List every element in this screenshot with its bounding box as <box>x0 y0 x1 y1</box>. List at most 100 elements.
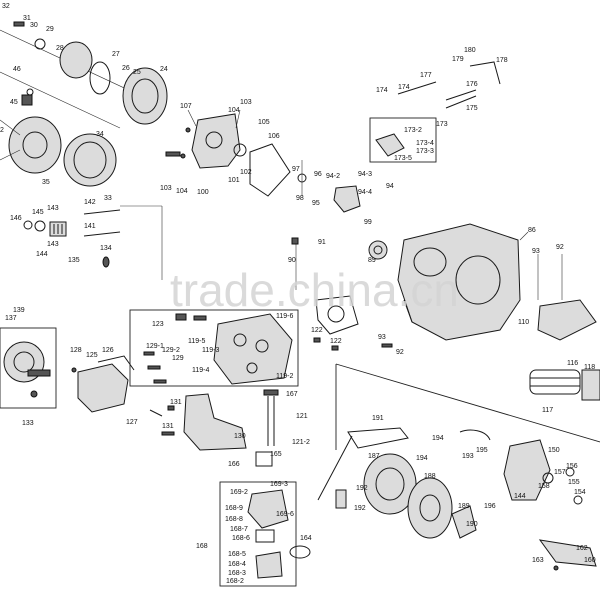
part-label: 29 <box>46 26 54 33</box>
camshaft-assembly <box>3 341 51 398</box>
crankshaft-part <box>537 299 597 341</box>
part-label: 46 <box>13 66 21 73</box>
part-label: 130 <box>234 433 246 440</box>
ignition-coil-part <box>451 505 477 539</box>
part-label: 90 <box>288 257 296 264</box>
part-label: 168-3 <box>228 570 246 577</box>
part-label: 105 <box>258 119 270 126</box>
part-label: 139 <box>13 307 25 314</box>
part-label: 173 <box>436 121 448 128</box>
part-label: 121-2 <box>292 439 310 446</box>
high-tension-lead-part <box>317 435 353 501</box>
part-label: 173-4 <box>416 140 434 147</box>
crankshaft-piston-assembly <box>529 254 600 401</box>
part-label: 98 <box>296 195 304 202</box>
part-label: 163 <box>532 557 544 564</box>
part-label: 179 <box>452 56 464 63</box>
part-label: 33 <box>104 195 112 202</box>
part-label: 164 <box>300 535 312 542</box>
camshaft-box <box>0 327 57 409</box>
part-label: 158 <box>538 483 550 490</box>
part-label: 35 <box>42 179 50 186</box>
part-label: 119-3 <box>202 347 219 354</box>
part-label: 103 <box>160 185 172 192</box>
part-label: 135 <box>68 257 80 264</box>
part-label: 28 <box>56 45 64 52</box>
bolt-part <box>165 151 181 157</box>
part-label: 107 <box>180 103 192 110</box>
part-label: 157 <box>554 469 566 476</box>
part-label: 104 <box>228 107 240 114</box>
part-label: 194 <box>416 455 428 462</box>
part-label: 150 <box>548 447 560 454</box>
muffler-guard-part <box>538 539 597 567</box>
ignition-group-leader <box>335 363 600 450</box>
governor-assembly <box>297 61 501 213</box>
part-label: 168-5 <box>228 551 246 558</box>
part-label: 134 <box>100 245 112 252</box>
carburetor-insulator-part <box>255 451 273 467</box>
part-label: 137 <box>5 315 17 322</box>
part-label: 116 <box>567 360 578 367</box>
part-label: 143 <box>47 241 59 248</box>
wire-harness-part <box>459 429 491 441</box>
part-label: 192 <box>356 485 368 492</box>
cylinder-head-assembly <box>175 313 293 385</box>
part-label: 180 <box>464 47 476 54</box>
valve-train-assembly <box>23 205 163 280</box>
head-gasket-assembly <box>291 237 393 351</box>
part-label: 168-8 <box>225 516 243 523</box>
part-label: 94-4 <box>358 189 372 196</box>
rotor-part <box>63 133 117 187</box>
part-label: 122 <box>330 338 342 345</box>
recoil-starter-part <box>363 453 417 515</box>
part-label: 94-3 <box>358 171 372 178</box>
part-label: 97 <box>292 166 300 173</box>
oil-seal-part <box>368 240 388 260</box>
part-label: 169-2 <box>230 489 248 496</box>
piston-part <box>581 369 600 401</box>
part-label: 192 <box>354 505 366 512</box>
part-label: 96 <box>314 171 322 178</box>
part-label: 119-4 <box>192 367 209 374</box>
part-label: 94 <box>386 183 394 190</box>
part-label: 168 <box>196 543 208 550</box>
part-label: 99 <box>364 219 372 226</box>
part-label: 92 <box>396 349 404 356</box>
watermark-text: trade.china.cn <box>170 264 459 316</box>
part-label: 127 <box>126 419 138 426</box>
piston-ring-part <box>529 369 581 395</box>
part-label: 144 <box>36 251 48 258</box>
ignition-coil-bracket-part <box>347 427 409 449</box>
part-label: 34 <box>96 131 104 138</box>
carburetor-body-part <box>247 489 289 529</box>
part-label: 166 <box>228 461 240 468</box>
part-label: 31 <box>23 15 31 22</box>
valve-part <box>83 209 121 215</box>
part-label: 26 <box>122 65 130 72</box>
rocker-cover-part <box>77 363 129 413</box>
part-label: 119-6 <box>276 313 293 320</box>
part-label: 191 <box>372 415 384 422</box>
governor-gear-part <box>333 185 361 213</box>
cylinder-head-part <box>213 313 293 385</box>
crankcase-cover-assembly <box>165 109 291 197</box>
part-label: 143 <box>47 205 59 212</box>
part-label: 32 <box>2 3 10 10</box>
flywheel-part <box>407 477 453 539</box>
part-label: 101 <box>228 177 240 184</box>
cylinder-shroud-part <box>183 393 247 451</box>
fan-part <box>89 61 111 95</box>
part-label: 123 <box>152 321 164 328</box>
part-label: 121 <box>296 413 308 420</box>
crankcase-part <box>397 223 521 341</box>
screw-part <box>26 88 34 96</box>
part-label: 195 <box>476 447 488 454</box>
part-label: 110 <box>518 319 529 326</box>
carburetor-box <box>219 481 297 587</box>
part-label: 168-2 <box>226 578 244 585</box>
switch-part <box>335 489 347 509</box>
part-label: 173-5 <box>394 155 412 162</box>
part-label: 165 <box>270 451 282 458</box>
part-label: 162 <box>576 545 588 552</box>
